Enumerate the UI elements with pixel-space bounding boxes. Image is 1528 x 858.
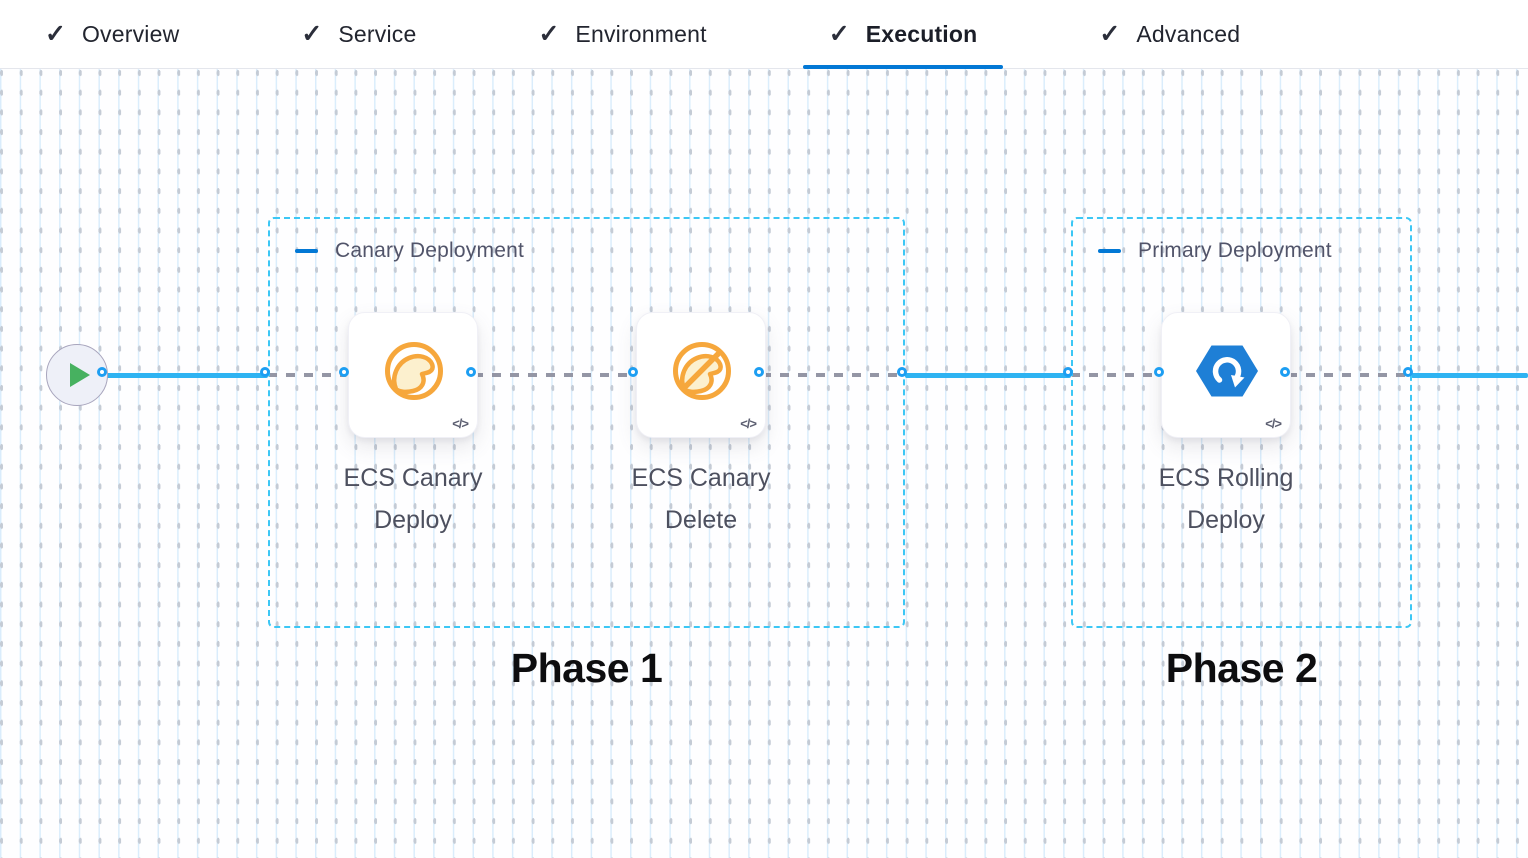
connector-port[interactable] [627, 366, 638, 377]
flow-line-dashed [268, 373, 347, 377]
phase-1-label: Phase 1 [510, 645, 663, 691]
wizard-tab-bar: ✓ Overview ✓ Service ✓ Environment ✓ Exe… [0, 0, 1528, 69]
check-icon: ✓ [828, 19, 850, 48]
connector-port[interactable] [259, 366, 270, 377]
group-title: Canary Deployment [335, 239, 524, 262]
connector-port[interactable] [753, 366, 764, 377]
flow-line-dashed [1071, 373, 1162, 377]
tab-label: Advanced [1136, 20, 1241, 47]
play-icon [69, 363, 90, 387]
group-header[interactable]: Primary Deployment [1098, 239, 1332, 263]
group-header[interactable]: Canary Deployment [295, 239, 524, 263]
connector-port[interactable] [465, 366, 476, 377]
active-tab-underline [802, 65, 1004, 69]
ecs-canary-delete-icon [673, 342, 731, 400]
tab-label: Execution [865, 20, 978, 47]
step-node-ecs-rolling-deploy[interactable]: </> [1161, 312, 1291, 438]
ecs-rolling-deploy-icon [1196, 345, 1258, 397]
step-label-ecs-canary-delete: ECS Canary Delete [631, 464, 771, 534]
flow-line-solid [905, 372, 1071, 378]
collapse-minus-icon[interactable] [1098, 248, 1121, 254]
phase-2-label: Phase 2 [1165, 645, 1318, 691]
flow-line-solid [105, 372, 268, 378]
code-badge-icon[interactable]: </> [740, 416, 757, 431]
stage-group-canary-deployment[interactable]: Canary Deployment [268, 217, 905, 628]
check-icon: ✓ [538, 19, 560, 48]
tab-label: Environment [575, 20, 707, 47]
step-node-ecs-canary-deploy[interactable]: </> [348, 312, 478, 438]
pipeline-canvas[interactable]: Canary Deployment Primary Deployment </> [0, 69, 1528, 858]
ecs-canary-deploy-icon [385, 342, 443, 400]
connector-port[interactable] [1062, 366, 1073, 377]
check-icon: ✓ [45, 19, 66, 48]
connector-port[interactable] [1153, 366, 1164, 377]
stage-group-primary-deployment[interactable]: Primary Deployment [1071, 217, 1412, 628]
flow-line-solid [1411, 372, 1528, 378]
connector-port[interactable] [1279, 366, 1290, 377]
check-icon: ✓ [301, 19, 323, 48]
connector-port[interactable] [1402, 366, 1413, 377]
collapse-minus-icon[interactable] [295, 248, 318, 254]
tab-label: Overview [81, 20, 180, 47]
flow-line-dashed [1288, 373, 1411, 377]
step-label-ecs-rolling-deploy: ECS Rolling Deploy [1158, 464, 1294, 534]
tab-advanced[interactable]: ✓ Advanced [1073, 0, 1266, 68]
code-badge-icon[interactable]: </> [1265, 416, 1282, 431]
group-title: Primary Deployment [1138, 239, 1332, 262]
flow-line-dashed [762, 373, 905, 377]
check-icon: ✓ [1099, 19, 1121, 48]
code-badge-icon[interactable]: </> [452, 416, 469, 431]
step-label-ecs-canary-deploy: ECS Canary Deploy [343, 464, 483, 534]
tab-service[interactable]: ✓ Service [275, 0, 442, 68]
flow-line-dashed [474, 373, 636, 377]
tab-label: Service [338, 20, 417, 47]
tab-environment[interactable]: ✓ Environment [512, 0, 732, 68]
tab-overview[interactable]: ✓ Overview [19, 0, 205, 68]
pipeline-start-node[interactable] [46, 344, 108, 406]
connector-port[interactable] [338, 366, 349, 377]
step-node-ecs-canary-delete[interactable]: </> [636, 312, 766, 438]
connector-port[interactable] [96, 366, 107, 377]
connector-port[interactable] [896, 366, 907, 377]
tab-execution[interactable]: ✓ Execution [802, 0, 1004, 69]
